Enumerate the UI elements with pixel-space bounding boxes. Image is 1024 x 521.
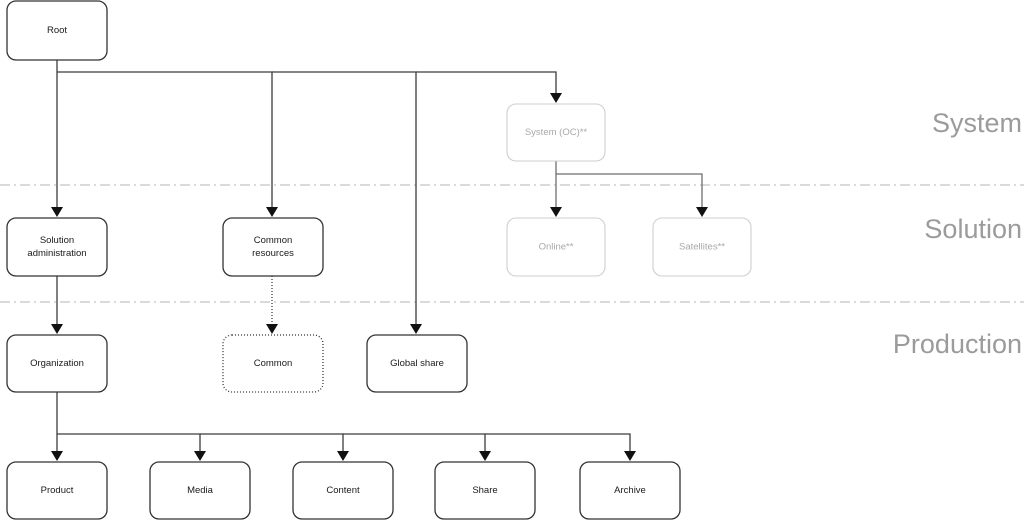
node-box-online[interactable] (506, 217, 606, 277)
edge-root-global-share (272, 71, 417, 328)
node-satellites[interactable]: Satellites** (652, 217, 752, 277)
node-label-organization: Organization (30, 358, 84, 369)
node-label-media: Media (187, 485, 214, 496)
arrow-content-icon (337, 451, 349, 461)
node-box-media[interactable] (149, 461, 251, 520)
node-box-archive[interactable] (579, 461, 681, 520)
node-label-product: Product (41, 485, 74, 496)
node-label-content: Content (326, 485, 360, 496)
node-label-global-share: Global share (390, 358, 444, 369)
node-common-resources[interactable]: Common resources (222, 217, 324, 277)
node-label-common: Common (254, 358, 293, 369)
node-box-common-resources[interactable] (222, 217, 324, 277)
band-title-system: System (932, 108, 1022, 138)
node-global-share[interactable]: Global share (366, 334, 468, 393)
node-box-solution-administration[interactable] (6, 217, 108, 277)
node-box-system-oc[interactable] (506, 103, 606, 162)
node-label-share: Share (472, 485, 497, 496)
node-organization[interactable]: Organization (6, 334, 108, 393)
arrow-global-share-icon (410, 324, 422, 334)
node-online[interactable]: Online** (506, 217, 606, 277)
node-label-archive: Archive (614, 485, 646, 496)
arrow-product-icon (51, 451, 63, 461)
arrow-organization-icon (51, 324, 63, 334)
edge-group (56, 60, 703, 455)
arrow-solution-administration-icon (51, 207, 63, 217)
node-system-oc[interactable]: System (OC)** (506, 103, 606, 162)
node-label-root: Root (47, 25, 67, 36)
arrow-share-icon (479, 451, 491, 461)
node-label-common-resources: resources (252, 248, 294, 259)
arrow-archive-icon (624, 451, 636, 461)
node-box-root[interactable] (6, 0, 108, 61)
node-label-online: Online** (539, 242, 574, 253)
arrow-common-icon (266, 324, 278, 334)
node-label-satellites: Satellites** (679, 242, 725, 253)
edge-root-system-oc (416, 71, 557, 97)
band-title-solution: Solution (924, 214, 1022, 244)
node-box-global-share[interactable] (366, 334, 468, 393)
arrowhead-group (51, 93, 708, 461)
node-common[interactable]: Common (222, 334, 324, 393)
node-box-satellites[interactable] (652, 217, 752, 277)
arrow-media-icon (194, 451, 206, 461)
arrow-satellites-icon (696, 207, 708, 217)
node-share[interactable]: Share (434, 461, 536, 520)
edge-organization-content (200, 433, 344, 455)
edge-organization-share (343, 433, 486, 455)
arrow-common-resources-icon (266, 207, 278, 217)
node-root[interactable]: Root (6, 0, 108, 61)
node-label-common-resources: Common (254, 235, 293, 246)
edge-system-oc-satellites (556, 173, 703, 211)
edge-root-common-resources (57, 71, 273, 211)
node-box-share[interactable] (434, 461, 536, 520)
node-box-common[interactable] (222, 334, 324, 393)
node-solution-administration[interactable]: Solution administration (6, 217, 108, 277)
node-label-solution-administration: administration (27, 248, 86, 259)
node-content[interactable]: Content (292, 461, 394, 520)
edge-organization-archive (485, 433, 631, 455)
node-archive[interactable]: Archive (579, 461, 681, 520)
node-media[interactable]: Media (149, 461, 251, 520)
node-product[interactable]: Product (6, 461, 108, 520)
node-box-content[interactable] (292, 461, 394, 520)
node-label-solution-administration: Solution (40, 235, 74, 246)
arrow-system-oc-icon (550, 93, 562, 103)
node-box-organization[interactable] (6, 334, 108, 393)
band-title-production: Production (893, 329, 1022, 359)
node-label-system-oc: System (OC)** (525, 127, 588, 138)
edge-organization-media (57, 433, 201, 455)
node-box-product[interactable] (6, 461, 108, 520)
arrow-online-icon (550, 207, 562, 217)
